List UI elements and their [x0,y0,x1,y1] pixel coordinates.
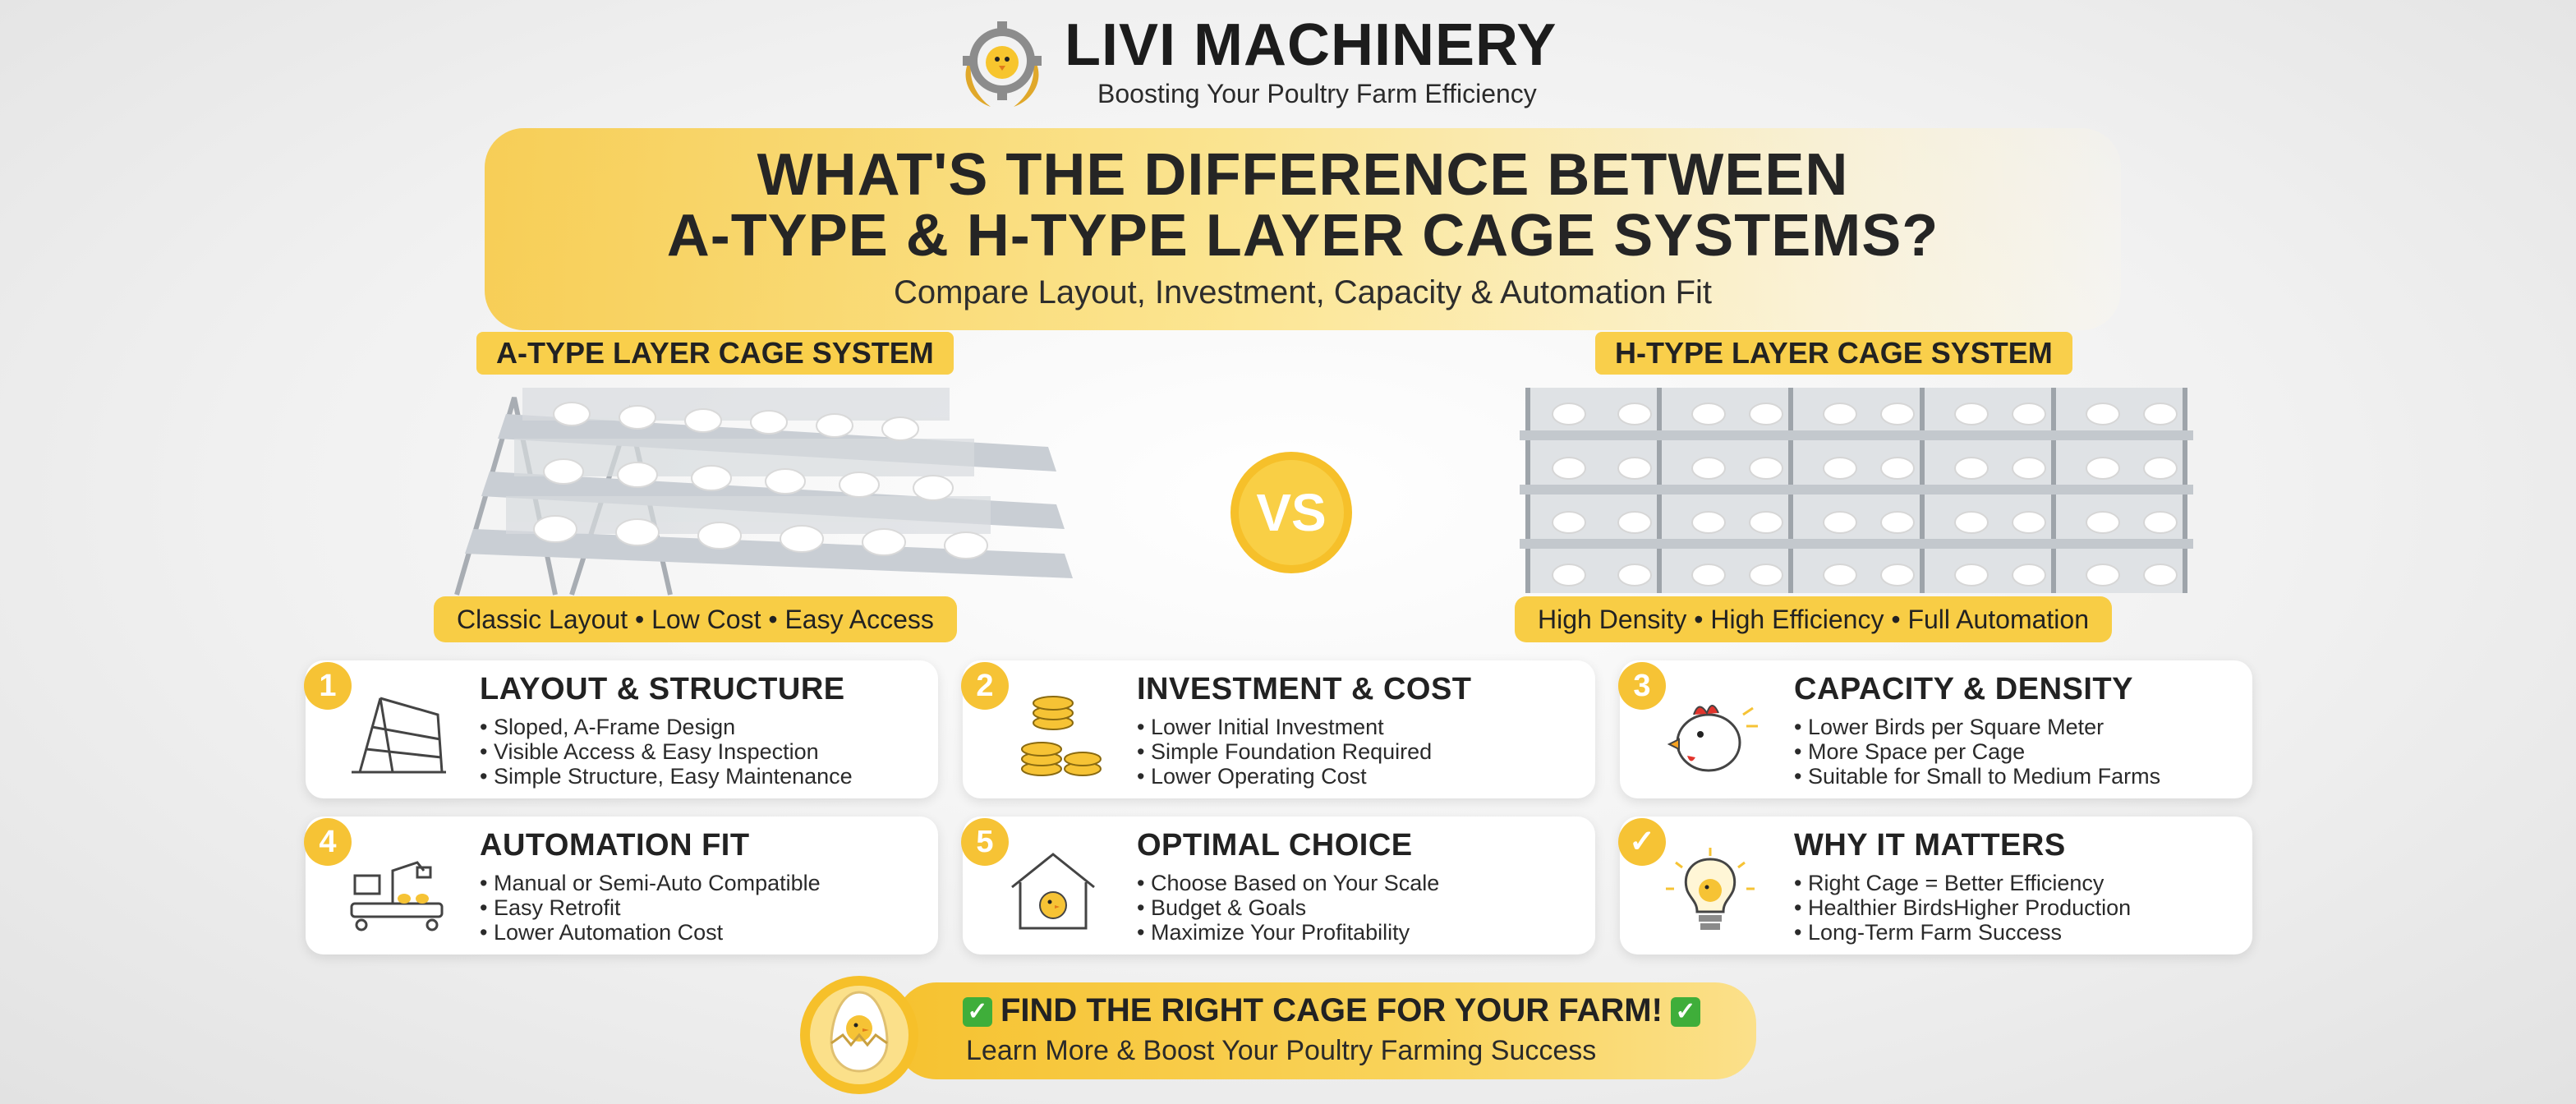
card-list: Lower Initial Investment Simple Foundati… [1137,715,1432,789]
card-investment-cost: 2 INVESTMENT & COST Lower Initial Invest… [961,660,1595,798]
card-layout-structure: 1 LAYOUT & STRUCTURE Sloped, A-Frame Des… [304,660,938,798]
list-item: Lower Operating Cost [1137,764,1432,789]
card-badge: 1 [304,662,352,710]
card-title: INVESTMENT & COST [1137,672,1472,706]
list-item: More Space per Cage [1794,739,2160,764]
list-item: Long-Term Farm Success [1794,920,2131,945]
cta-heading[interactable]: ✓FIND THE RIGHT CAGE FOR YOUR FARM!✓ [954,992,1709,1029]
h-type-features: High Density • High Efficiency • Full Au… [1515,596,2112,642]
card-list: Sloped, A-Frame Design Visible Access & … [480,715,853,789]
page-title-line-1: WHAT'S THE DIFFERENCE BETWEEN [757,142,1849,208]
card-list: Choose Based on Your Scale Budget & Goal… [1137,871,1439,945]
card-badge: 2 [961,662,1009,710]
chick-house-icon [1011,853,1095,930]
card-list: Manual or Semi-Auto Compatible Easy Retr… [480,871,821,945]
list-item: Lower Automation Cost [480,920,821,945]
card-badge: 4 [304,818,352,866]
cta-subtext[interactable]: Learn More & Boost Your Poultry Farming … [966,1035,1597,1066]
card-optimal-choice: 5 OPTIMAL CHOICE Choose Based on Your Sc… [961,816,1595,954]
list-item: Lower Birds per Square Meter [1794,715,2160,739]
card-title: CAPACITY & DENSITY [1794,672,2133,706]
check-badge-icon: ✓ [1618,818,1666,866]
chicken-icon [1667,705,1758,772]
h-type-label: H-TYPE LAYER CAGE SYSTEM [1595,332,2072,375]
a-type-label: A-TYPE LAYER CAGE SYSTEM [476,332,954,375]
brand-logo-icon [963,21,1042,107]
card-capacity-density: 3 CAPACITY & DENSITY Lower Birds per Squ… [1618,660,2252,798]
list-item: Right Cage = Better Efficiency [1794,871,2131,895]
vs-text: VS [1256,483,1326,542]
list-item: Healthier BirdsHigher Production [1794,895,2131,920]
brand-name: LIVI MACHINERY [1065,12,1557,78]
check-icon: ✓ [1670,997,1700,1028]
list-item: Visible Access & Easy Inspection [480,739,853,764]
lightbulb-chick-icon [1666,848,1755,930]
page-title-line-2: A-TYPE & H-TYPE LAYER CAGE SYSTEMS? [666,203,1939,269]
page-subtitle: Compare Layout, Investment, Capacity & A… [893,274,1713,310]
list-item: Choose Based on Your Scale [1137,871,1439,895]
list-item: Simple Structure, Easy Maintenance [480,764,853,789]
check-icon: ✓ [963,997,992,1028]
coins-icon [1021,696,1102,776]
card-list: Lower Birds per Square Meter More Space … [1794,715,2160,789]
list-item: Sloped, A-Frame Design [480,715,853,739]
h-type-cage-image [1520,388,2193,593]
card-title: WHY IT MATTERS [1794,828,2066,862]
egg-chick-icon [800,976,918,1094]
card-why-it-matters: ✓ WHY IT MATTERS Right Cage = Better Eff… [1618,816,2252,954]
cta-heading-text: FIND THE RIGHT CAGE FOR YOUR FARM! [1000,992,1663,1028]
card-badge: 5 [961,818,1009,866]
card-automation-fit: 4 AUTOMATION FIT Manual or Semi-Auto Com… [304,816,938,954]
list-item: Suitable for Small to Medium Farms [1794,764,2160,789]
card-title: AUTOMATION FIT [480,828,750,862]
card-title: LAYOUT & STRUCTURE [480,672,845,706]
brand-tagline: Boosting Your Poultry Farm Efficiency [1097,79,1537,108]
a-frame-cage-icon [352,697,446,774]
list-item: Simple Foundation Required [1137,739,1432,764]
vs-badge: VS [1230,452,1352,573]
a-type-features: Classic Layout • Low Cost • Easy Access [434,596,957,642]
list-item: Maximize Your Profitability [1137,920,1439,945]
list-item: Easy Retrofit [480,895,821,920]
list-item: Budget & Goals [1137,895,1439,920]
automation-conveyor-icon [350,861,444,932]
title-banner [485,128,2121,330]
card-badge: 3 [1618,662,1666,710]
cta-banner[interactable] [895,982,1756,1079]
list-item: Lower Initial Investment [1137,715,1432,739]
card-title: OPTIMAL CHOICE [1137,828,1413,862]
a-type-cage-image [454,388,1073,596]
card-list: Right Cage = Better Efficiency Healthier… [1794,871,2131,945]
list-item: Manual or Semi-Auto Compatible [480,871,821,895]
